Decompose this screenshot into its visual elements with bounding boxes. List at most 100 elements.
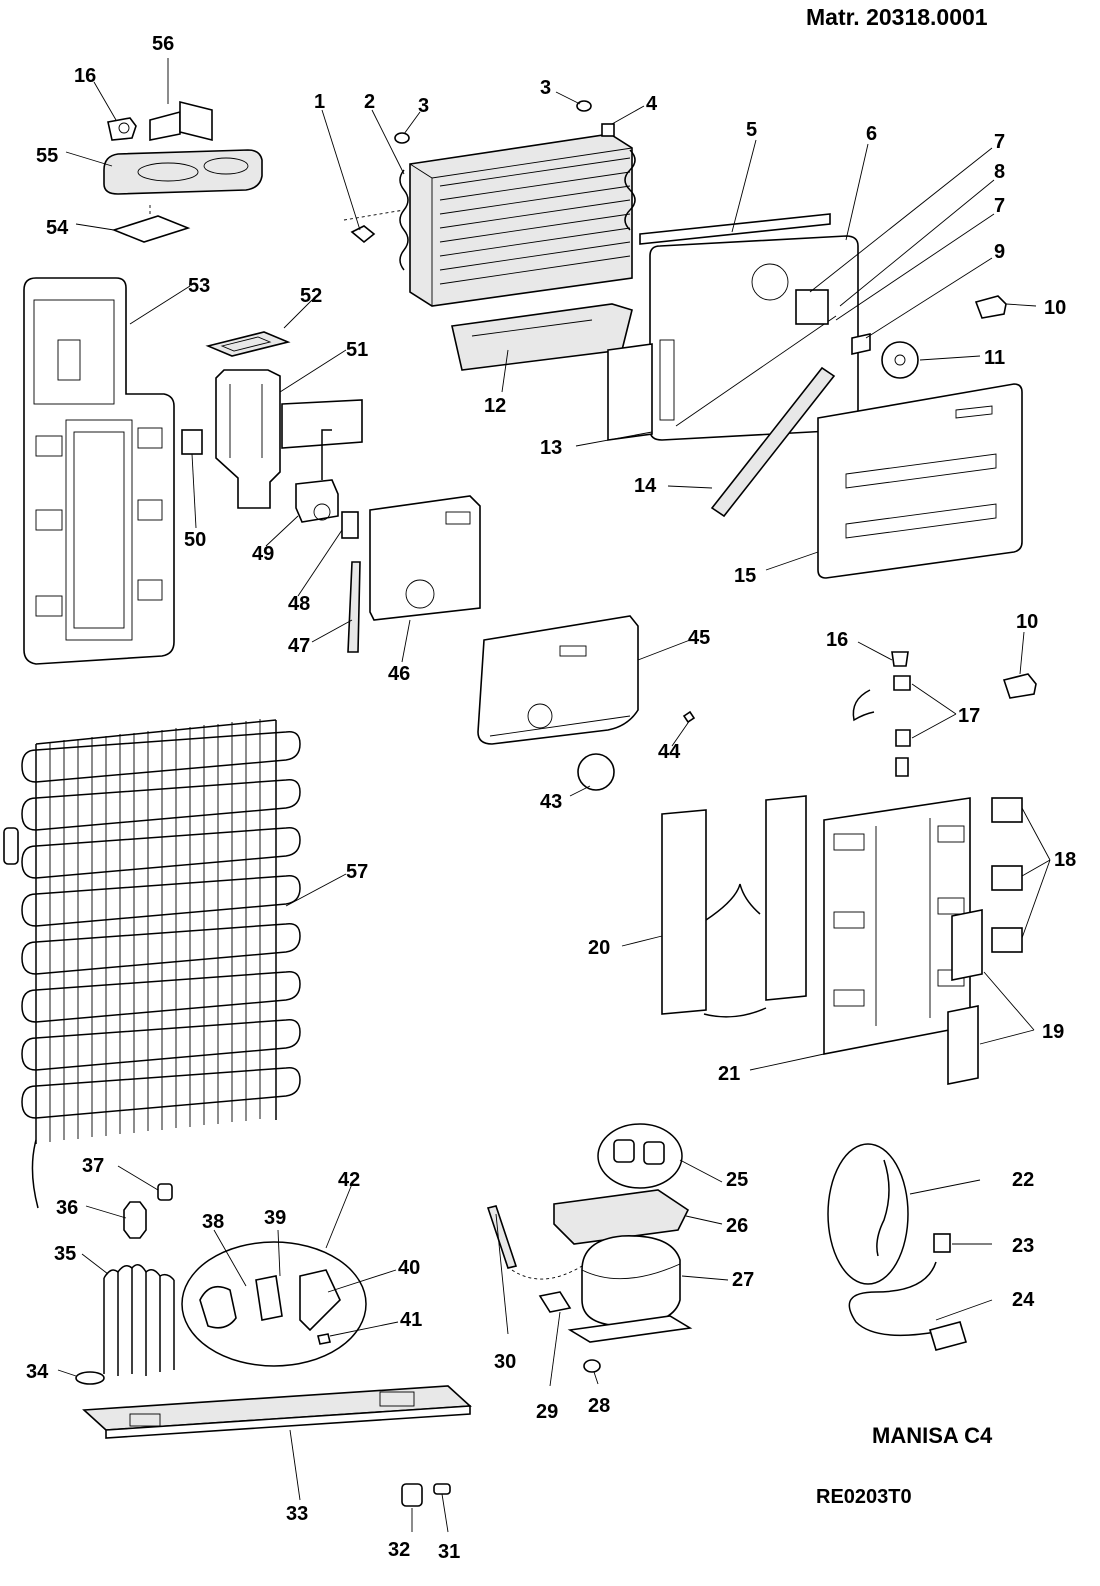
callout-22: 22 [1012, 1169, 1034, 1191]
callout-54: 54 [46, 217, 69, 239]
callout-8: 8 [994, 161, 1005, 183]
part-pipe-30 [486, 1205, 583, 1280]
callout-47: 47 [288, 635, 310, 657]
callout-15: 15 [734, 565, 756, 587]
callout-41: 41 [400, 1309, 422, 1331]
callout-46: 46 [388, 663, 410, 685]
part-vents-18 [991, 797, 1023, 953]
callout-13: 13 [540, 437, 562, 459]
part-drain-hose-14 [710, 366, 836, 518]
part-switch-10a [974, 295, 1007, 319]
callout-20: 20 [588, 937, 610, 959]
part-lamp-cover-55 [103, 149, 263, 195]
part-control-box-46 [369, 495, 481, 621]
part-clip-4 [601, 123, 615, 137]
callout-23: 23 [1012, 1235, 1034, 1257]
part-screw-44 [682, 710, 696, 724]
callout-43: 43 [540, 791, 562, 813]
callout-37: 37 [82, 1155, 104, 1177]
callout-9: 9 [994, 241, 1005, 263]
callout-18: 18 [1054, 849, 1076, 871]
callout-5: 5 [746, 119, 757, 141]
part-panel-20 [661, 795, 807, 1018]
part-foot-32 [401, 1483, 423, 1507]
part-covers-19 [947, 909, 983, 1085]
leader-lines [57, 58, 1051, 1533]
callout-26: 26 [726, 1215, 748, 1237]
callout-45: 45 [688, 627, 710, 649]
part-tray-26 [553, 1189, 690, 1245]
callout-11: 11 [984, 347, 1005, 369]
part-lamp-50 [181, 429, 203, 455]
callout-53: 53 [188, 275, 210, 297]
callout-3a: 3 [418, 95, 429, 117]
part-grommets-25 [597, 1123, 683, 1189]
part-washer-34 [75, 1371, 105, 1385]
callout-6: 6 [866, 123, 877, 145]
callout-50: 50 [184, 529, 206, 551]
part-diffuser-54 [111, 205, 191, 243]
callout-1: 1 [314, 91, 325, 113]
callout-10b: 10 [1016, 611, 1038, 633]
part-lamp-holder-16 [107, 117, 137, 141]
part-hose-47 [347, 561, 361, 653]
part-lamp-holder-8 [795, 289, 829, 325]
callout-39: 39 [264, 1207, 286, 1229]
callout-4: 4 [646, 93, 658, 115]
part-wiring-22 [827, 1143, 909, 1285]
part-condenser-57 [21, 719, 301, 1209]
part-thermostat-49 [295, 429, 339, 523]
callout-35: 35 [54, 1243, 76, 1265]
part-sensor-3 [394, 100, 592, 144]
part-thermostat-housing-51 [215, 369, 363, 509]
part-gasket-5 [639, 213, 831, 245]
callout-51: 51 [346, 339, 368, 361]
callout-19: 19 [1042, 1021, 1064, 1043]
part-cap-37 [157, 1183, 173, 1201]
callout-29: 29 [536, 1401, 558, 1423]
part-evaporator-assembly [399, 133, 636, 307]
callout-36: 36 [56, 1197, 78, 1219]
model-name: MANISA C4 [872, 1423, 993, 1448]
part-power-cord-24 [848, 1261, 968, 1351]
callout-labels: 1 2 3 3 4 5 6 7 8 7 9 10 11 12 13 14 15 … [26, 33, 1076, 1563]
callout-33: 33 [286, 1503, 308, 1525]
callout-24: 24 [1012, 1289, 1035, 1311]
callout-48: 48 [288, 593, 310, 615]
callout-34: 34 [26, 1361, 49, 1383]
part-knob-43 [577, 753, 615, 791]
part-inner-panel-53 [23, 277, 175, 665]
part-knob-9 [851, 333, 871, 355]
callout-27: 27 [732, 1269, 754, 1291]
part-control-panel-45 [477, 615, 639, 745]
callout-57: 57 [346, 861, 368, 883]
callout-21: 21 [718, 1063, 740, 1085]
callout-7b: 7 [994, 195, 1005, 217]
part-lamp-holder-17 [852, 675, 911, 777]
part-pin-31 [433, 1483, 451, 1495]
part-grommet-28 [583, 1359, 601, 1373]
part-cover-52 [205, 331, 291, 357]
part-assembly-42 [181, 1241, 367, 1367]
callout-31: 31 [438, 1541, 460, 1563]
callout-7a: 7 [994, 131, 1005, 153]
part-compressor-27 [567, 1235, 693, 1343]
callout-40: 40 [398, 1257, 420, 1279]
callout-16b: 16 [826, 629, 848, 651]
part-panel-15 [817, 383, 1023, 579]
part-fan-11 [881, 341, 919, 379]
callout-2: 2 [364, 91, 375, 113]
callout-17: 17 [958, 705, 980, 727]
callout-55: 55 [36, 145, 58, 167]
part-filter-36 [123, 1201, 147, 1239]
part-wire-1 [343, 209, 405, 244]
part-exchanger-35 [103, 1264, 175, 1376]
part-filter-side [3, 827, 19, 865]
callout-25: 25 [726, 1169, 748, 1191]
callout-56: 56 [152, 33, 174, 55]
part-bulb-16b [891, 651, 909, 667]
part-clip-48 [341, 511, 359, 539]
callout-32: 32 [388, 1539, 410, 1561]
callout-38: 38 [202, 1211, 224, 1233]
